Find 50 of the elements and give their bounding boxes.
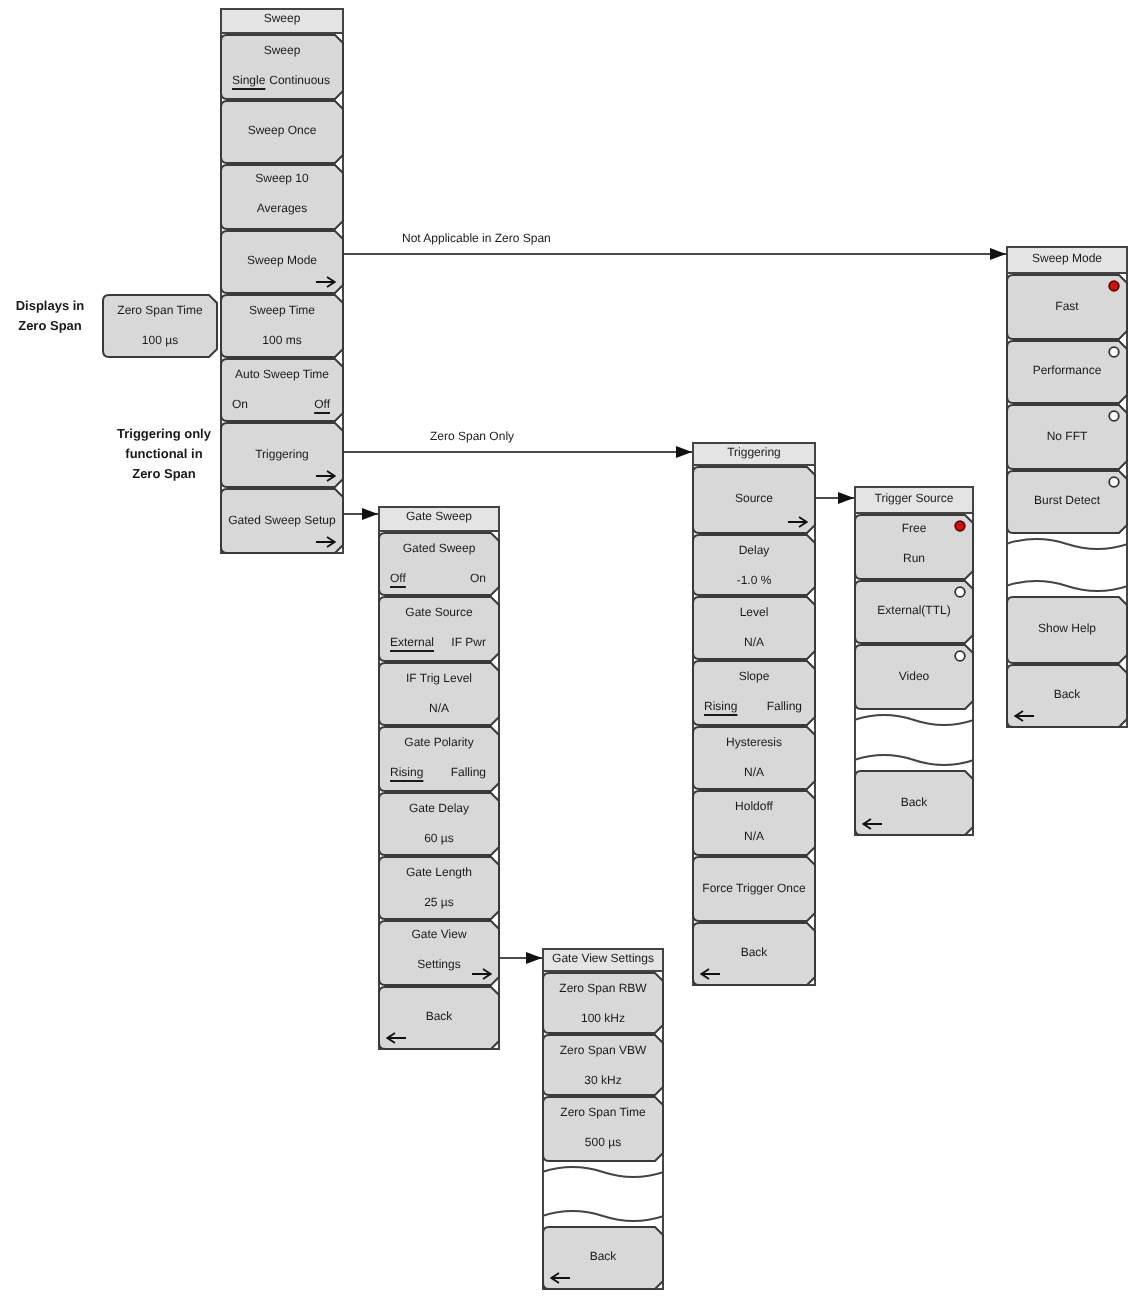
soft-key — [220, 100, 344, 164]
soft-key — [692, 466, 816, 534]
soft-key — [102, 294, 218, 358]
soft-key — [854, 770, 974, 836]
arrow — [815, 492, 855, 504]
soft-key — [378, 596, 500, 662]
soft-key — [692, 856, 816, 922]
soft-key — [378, 792, 500, 856]
menu-panel — [854, 486, 974, 836]
soft-key — [378, 920, 500, 986]
soft-key — [220, 34, 344, 100]
soft-key — [1006, 664, 1128, 728]
soft-key — [378, 532, 500, 596]
soft-key — [692, 726, 816, 790]
soft-key — [220, 230, 344, 294]
menu-panel — [1006, 246, 1128, 728]
menu-panel — [692, 442, 816, 986]
soft-key — [378, 856, 500, 920]
soft-key — [542, 1226, 664, 1290]
soft-key — [1006, 274, 1128, 340]
soft-key — [692, 534, 816, 596]
soft-key — [542, 1034, 664, 1096]
arrow — [499, 952, 543, 964]
soft-key — [1006, 596, 1128, 664]
arrow — [343, 248, 1007, 260]
arrow — [343, 508, 379, 520]
menu-panel — [220, 8, 344, 554]
soft-key — [378, 662, 500, 726]
soft-key — [692, 790, 816, 856]
soft-key — [378, 986, 500, 1050]
menu-panel — [542, 948, 664, 1290]
soft-key — [220, 422, 344, 488]
soft-key — [692, 596, 816, 660]
soft-key — [854, 580, 974, 644]
soft-key — [1006, 404, 1128, 470]
soft-key — [692, 660, 816, 726]
soft-key — [854, 514, 974, 580]
soft-key — [220, 294, 344, 358]
soft-key — [542, 972, 664, 1034]
soft-key — [378, 726, 500, 792]
soft-key — [692, 922, 816, 986]
soft-key — [854, 644, 974, 710]
arrow — [343, 446, 693, 458]
soft-key — [542, 1096, 664, 1162]
soft-key — [220, 488, 344, 554]
soft-key — [1006, 470, 1128, 534]
soft-key — [220, 164, 344, 230]
soft-key — [220, 358, 344, 422]
soft-key — [1006, 340, 1128, 404]
menu-panel — [378, 506, 500, 1050]
